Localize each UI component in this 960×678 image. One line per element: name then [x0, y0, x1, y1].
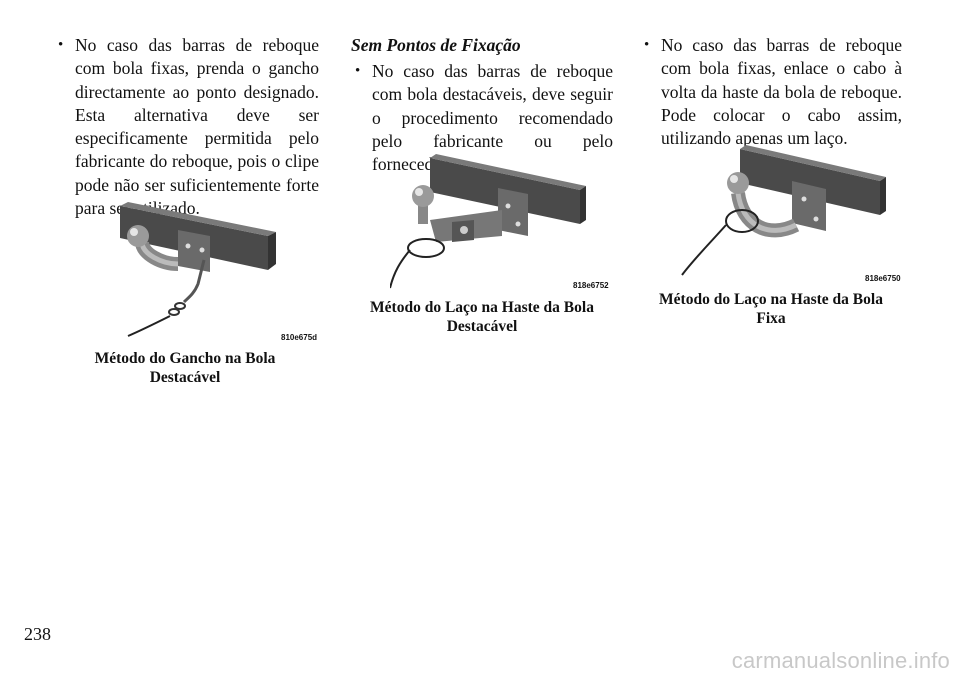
column-1: • No caso das barras de reboque com bola… [54, 34, 319, 220]
tow-hitch-hook-illustration [120, 202, 276, 337]
figure-code: 810e675d [281, 333, 318, 342]
bullet-marker: • [644, 37, 650, 53]
figure-code: 818e6752 [573, 281, 609, 290]
caption-line-2: Destacável [149, 369, 221, 386]
column-2: Sem Pontos de Fixação • No caso das barr… [351, 34, 613, 176]
figure-loop-ball-stem-detachable [390, 150, 590, 290]
bullet-paragraph: • No caso das barras de reboque com bola… [640, 34, 902, 150]
caption-line-2: Fixa [756, 310, 786, 327]
figure-ball-hook-detachable [118, 198, 318, 338]
figure-caption: Método do Laço na Haste da Bola Destacáv… [352, 298, 612, 336]
page-number: 238 [24, 624, 51, 644]
tow-hitch-loop-illustration [390, 154, 586, 289]
section-subheading: Sem Pontos de Fixação [351, 35, 521, 55]
paragraph-text: No caso das barras de reboque com bola d… [372, 61, 613, 175]
paragraph-text: No caso das barras de reboque com bola f… [661, 35, 902, 149]
caption-line-2: Destacável [446, 318, 518, 335]
bullet-marker: • [355, 63, 361, 79]
bullet-paragraph: • No caso das barras de reboque com bola… [54, 34, 319, 220]
figure-caption: Método do Laço na Haste da Bola Fixa [640, 290, 902, 328]
paragraph-text: No caso das barras de reboque com bola f… [75, 35, 319, 219]
column-3: • No caso das barras de reboque com bola… [640, 34, 902, 150]
bullet-marker: • [58, 37, 64, 53]
figure-loop-ball-stem-fixed [680, 143, 890, 281]
bullet-paragraph: • No caso das barras de reboque com bola… [351, 60, 613, 176]
watermark: carmanualsonline.info [731, 648, 950, 673]
figure-caption: Método do Gancho na Bola Destacável [70, 349, 300, 387]
caption-line-1: Método do Laço na Haste da Bola [659, 291, 883, 308]
caption-line-1: Método do Gancho na Bola [94, 350, 276, 367]
caption-line-1: Método do Laço na Haste da Bola [370, 299, 594, 316]
tow-hitch-fixed-loop-illustration [681, 145, 886, 276]
figure-code: 818e6750 [865, 274, 901, 283]
